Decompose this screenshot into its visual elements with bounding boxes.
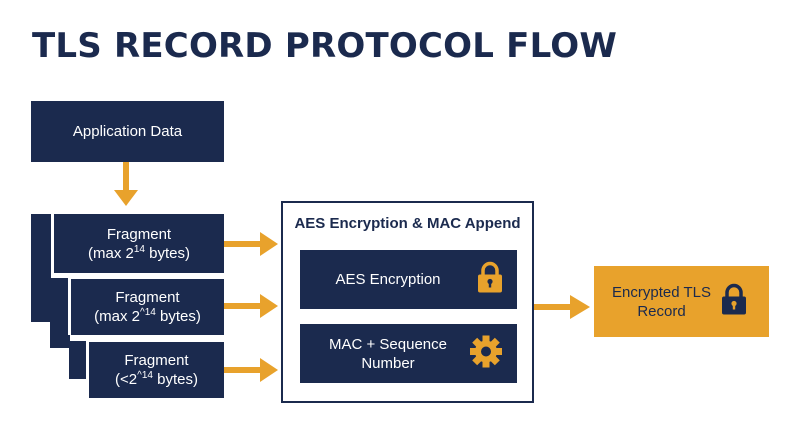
aes-encryption-step: AES Encryption xyxy=(300,250,517,309)
arrow-right-icon xyxy=(224,232,278,256)
encryption-panel: AES Encryption & MAC Append AES Encrypti… xyxy=(281,201,534,403)
application-data-box: Application Data xyxy=(31,101,224,162)
step-label: MAC + Sequence Number xyxy=(329,335,447,372)
padlock-icon xyxy=(721,283,747,320)
fragment-box: Fragment (max 214 bytes) xyxy=(51,214,224,273)
output-label: Encrypted TLS Record xyxy=(612,283,711,320)
encrypted-record-box: Encrypted TLS Record xyxy=(594,266,769,337)
fragment-size: (max 214 bytes) xyxy=(88,243,190,262)
gear-icon xyxy=(469,334,503,373)
fragment-stack-back-2 xyxy=(50,278,70,348)
fragment-size: (<2^14 bytes) xyxy=(115,370,198,389)
fragment-box: Fragment (<2^14 bytes) xyxy=(86,340,224,398)
page-title: TLS RECORD PROTOCOL FLOW xyxy=(32,26,618,66)
arrow-down-icon xyxy=(114,162,138,206)
step-label: AES Encryption xyxy=(335,271,441,288)
fragment-title: Fragment xyxy=(115,289,180,306)
fragment-stack-back-3 xyxy=(69,341,89,379)
mac-sequence-step: MAC + Sequence Number xyxy=(300,324,517,383)
panel-title: AES Encryption & MAC Append xyxy=(294,215,521,232)
padlock-icon xyxy=(477,261,503,298)
fragment-box: Fragment (max 2^14 bytes) xyxy=(68,277,224,335)
fragment-size: (max 2^14 bytes) xyxy=(94,307,201,326)
fragment-title: Fragment xyxy=(124,352,189,369)
fragment-title: Fragment xyxy=(106,225,172,243)
fragment-stack-back-1 xyxy=(31,214,51,322)
application-data-label: Application Data xyxy=(72,123,183,140)
arrow-right-icon xyxy=(534,295,590,319)
arrow-right-icon xyxy=(224,294,278,318)
arrow-right-icon xyxy=(224,358,278,382)
